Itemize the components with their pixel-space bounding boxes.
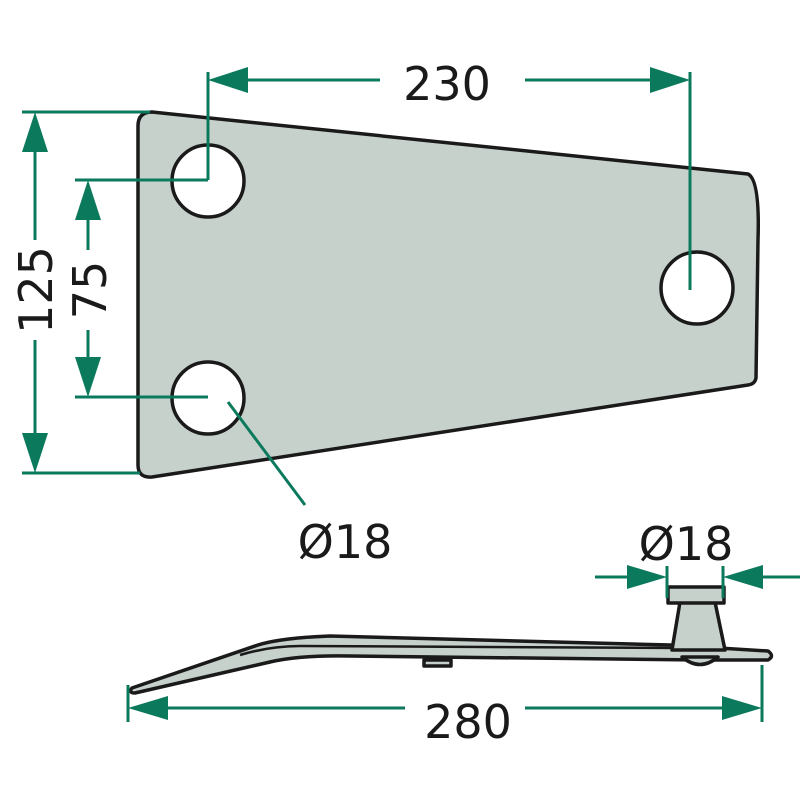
dimension-label-280: 280	[424, 695, 512, 749]
pin-head	[666, 585, 726, 605]
dimension-hole-diameter: Ø18	[226, 401, 393, 569]
dimension-label-75: 75	[63, 261, 117, 320]
dimension-pin-diameter: Ø18	[595, 517, 800, 598]
hole-right	[659, 250, 735, 326]
dimension-125: 125	[9, 110, 150, 475]
dimension-280: 280	[126, 665, 764, 749]
dimension-75: 75	[63, 178, 208, 399]
plate-side-view	[128, 585, 774, 695]
dimension-label-230: 230	[403, 57, 491, 111]
dimension-label-pin-diameter: Ø18	[639, 517, 734, 571]
plate-top-view	[136, 110, 761, 479]
dimension-230: 230	[206, 57, 692, 290]
dimension-label-hole-diameter: Ø18	[298, 515, 393, 569]
dimension-label-125: 125	[9, 246, 63, 334]
pin	[670, 600, 727, 652]
